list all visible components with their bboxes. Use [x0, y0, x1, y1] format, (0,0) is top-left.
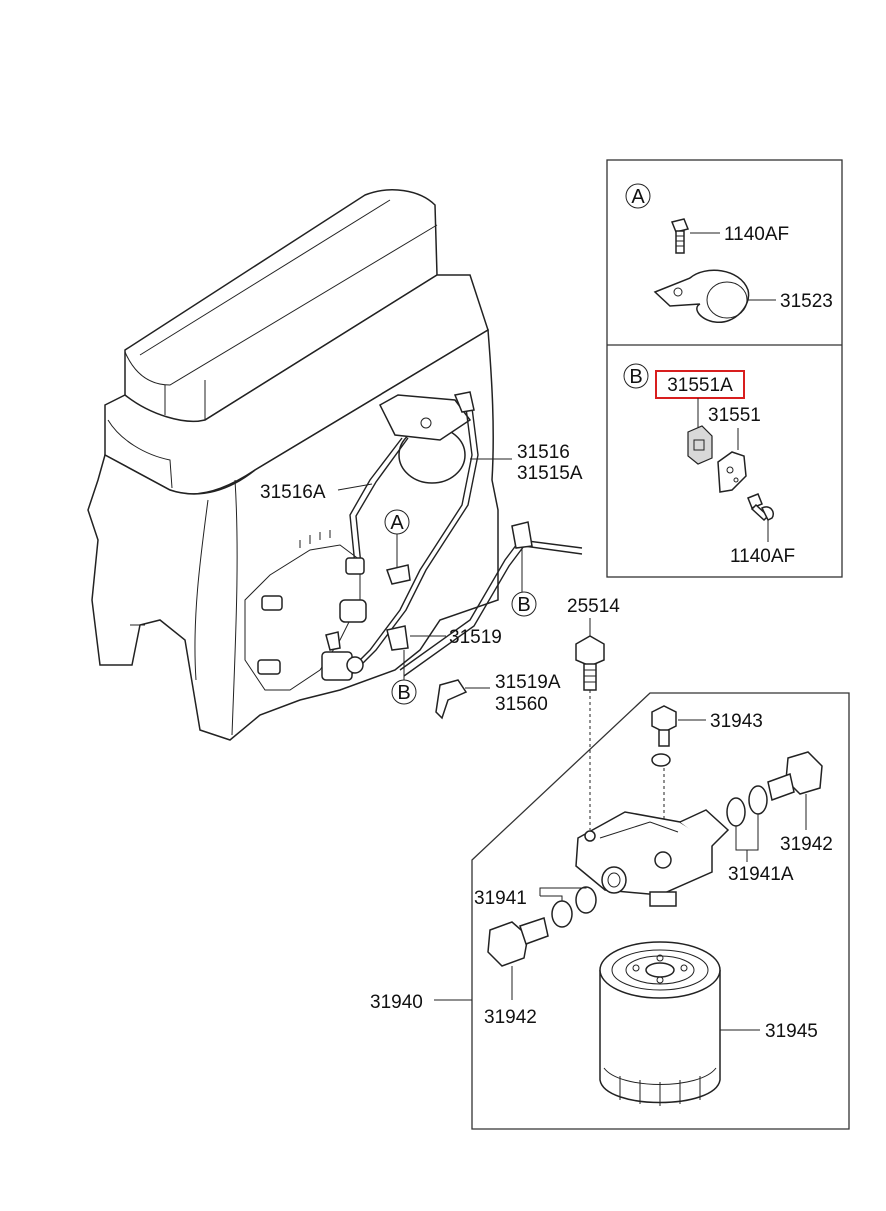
bolt-31943	[651, 705, 677, 747]
label-1140af-a: 1140AF	[724, 224, 789, 245]
detail-b: B 31551A 31551 1140AF	[623, 363, 795, 567]
label-31945: 31945	[765, 1021, 818, 1042]
washer-31941a-1	[726, 797, 746, 827]
marker-b: B	[629, 366, 642, 388]
filter-head	[575, 809, 730, 907]
engine-marker-b1-circle	[511, 591, 537, 617]
detail-panel	[606, 159, 843, 578]
label-31519: 31519	[449, 627, 502, 648]
clamp-31523	[653, 269, 750, 323]
label-31516a: 31516A	[260, 482, 326, 503]
engine-marker-b2: B	[397, 682, 410, 704]
label-31551: 31551	[708, 405, 761, 426]
engine-marker-b1: B	[517, 594, 530, 616]
label-31943: 31943	[710, 711, 763, 732]
marker-a-circle	[625, 183, 651, 209]
bolt-31942-right	[767, 751, 823, 801]
fuel-lines	[321, 391, 583, 681]
bolt-31942-left	[487, 917, 549, 967]
washer-31941a-2	[748, 785, 768, 815]
label-31551a: 31551A	[667, 375, 733, 396]
label-31941a: 31941A	[728, 864, 794, 885]
washer-31943	[651, 753, 671, 767]
washer-31941-2	[575, 886, 597, 914]
washer-31941-1	[551, 900, 573, 928]
engine-marker-a: A	[390, 512, 404, 534]
label-31515a: 31515A	[517, 463, 583, 484]
label-31516: 31516	[517, 442, 570, 463]
label-31560: 31560	[495, 694, 548, 715]
label-31519a: 31519A	[495, 672, 561, 693]
filter-assembly: 31943 31941A 31942	[370, 692, 850, 1130]
label-31942-left: 31942	[484, 1007, 537, 1028]
engine-annotations: A B B 31516 31515A 31516A 31519 31519A 3…	[260, 442, 620, 830]
filter-cartridge-31945	[599, 941, 721, 1106]
detail-a: A 1140AF 31523	[625, 183, 833, 323]
clip-31551	[717, 451, 747, 493]
highlight-box	[655, 370, 745, 399]
clip-31551a	[687, 425, 713, 465]
label-31942-right: 31942	[780, 834, 833, 855]
bolt-1140af-b	[747, 493, 774, 522]
bracket-31519a	[435, 679, 468, 720]
label-31941: 31941	[474, 888, 527, 909]
bolt-25514	[575, 635, 605, 691]
marker-b-circle	[623, 363, 649, 389]
label-31940: 31940	[370, 992, 423, 1013]
marker-a: A	[631, 186, 645, 208]
label-25514: 25514	[567, 596, 620, 617]
engine-block	[87, 189, 499, 741]
label-31523: 31523	[780, 291, 833, 312]
label-1140af-b: 1140AF	[730, 546, 795, 567]
bolt-1140af-a	[670, 218, 690, 254]
